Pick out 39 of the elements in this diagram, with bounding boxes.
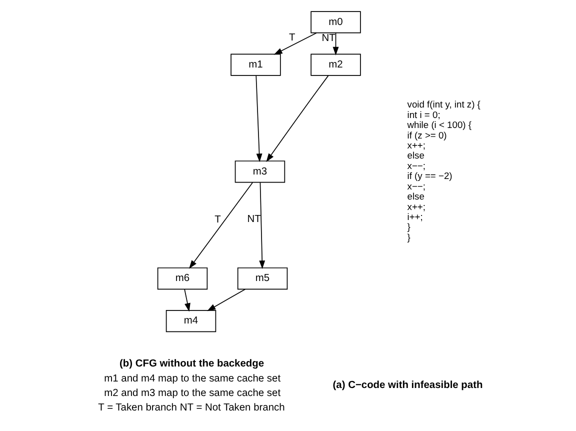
node-box: m4 bbox=[165, 310, 216, 332]
label: else bbox=[406, 192, 424, 202]
label: x++; bbox=[406, 202, 425, 212]
node-box: m5 bbox=[236, 267, 288, 290]
label: NT = Not Taken branch bbox=[179, 402, 284, 414]
label: (a) C−code with infeasible path bbox=[332, 380, 482, 392]
label: if (y == −2) bbox=[406, 171, 452, 182]
node-box: m0 bbox=[310, 11, 360, 34]
edge-label: T bbox=[288, 32, 295, 44]
label: } bbox=[406, 232, 410, 242]
arrow bbox=[206, 288, 246, 312]
arrow bbox=[184, 288, 190, 312]
label: else bbox=[406, 150, 424, 161]
label: void f(int y, int z) { bbox=[406, 100, 480, 110]
arrow bbox=[266, 75, 328, 162]
arrow bbox=[273, 32, 316, 55]
node-box: m3 bbox=[234, 160, 285, 183]
label: x++; bbox=[406, 140, 425, 150]
arrow bbox=[258, 182, 265, 270]
edge-label: T bbox=[214, 214, 220, 226]
arrow bbox=[332, 32, 338, 56]
label: int i = 0; bbox=[406, 110, 440, 120]
label: while (i < 100) { bbox=[406, 120, 472, 130]
label: x−−; bbox=[406, 160, 425, 171]
label: i++; bbox=[406, 212, 422, 222]
node-box: m6 bbox=[156, 267, 208, 290]
edge-label: NT bbox=[246, 214, 260, 226]
arrow bbox=[255, 75, 262, 162]
edge-label: NT bbox=[321, 32, 335, 44]
node-box: m2 bbox=[310, 54, 360, 76]
label: m1 and m4 map to the same cache set bbox=[104, 374, 280, 385]
node-box: m1 bbox=[230, 54, 280, 76]
label: x−−; bbox=[406, 181, 425, 192]
label: } bbox=[406, 222, 410, 232]
label: T = Taken branch bbox=[98, 402, 176, 414]
arrow bbox=[188, 182, 252, 269]
label: (b) CFG without the backedge bbox=[118, 358, 264, 370]
label: if (z >= 0) bbox=[406, 130, 446, 140]
label: m2 and m3 map to the same cache set bbox=[104, 388, 280, 400]
